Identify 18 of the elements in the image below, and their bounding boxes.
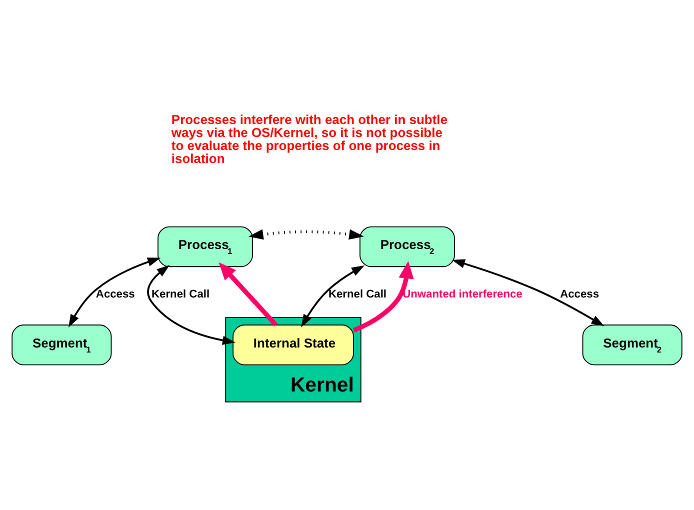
edge-label: Access bbox=[560, 288, 600, 300]
node-box: Internal State bbox=[232, 324, 354, 365]
arrow bbox=[452, 258, 604, 326]
node-box: Segment$_{1}$ bbox=[12, 324, 112, 365]
arrow bbox=[352, 260, 414, 332]
arrow bbox=[68, 257, 161, 327]
node-box: Process$_{2}$ bbox=[360, 226, 455, 267]
arrow bbox=[218, 262, 278, 326]
edge-label: Kernel Call bbox=[328, 288, 387, 300]
arrow bbox=[147, 264, 236, 344]
arrow bbox=[248, 228, 364, 240]
node-box: Process$_{1}$ bbox=[158, 226, 253, 267]
edge-label: Access bbox=[96, 288, 135, 300]
edge-label: Kernel Call bbox=[152, 288, 210, 300]
edge-label: Unwanted interference bbox=[402, 288, 522, 300]
arrow bbox=[301, 264, 365, 327]
label: Processes interfere with each other in subtle ways via the OS/Kernel, so it is not possible to evaluate the properties of one process in isolation bbox=[171, 112, 448, 166]
node-box: Segment$_{2}$ bbox=[582, 324, 682, 365]
